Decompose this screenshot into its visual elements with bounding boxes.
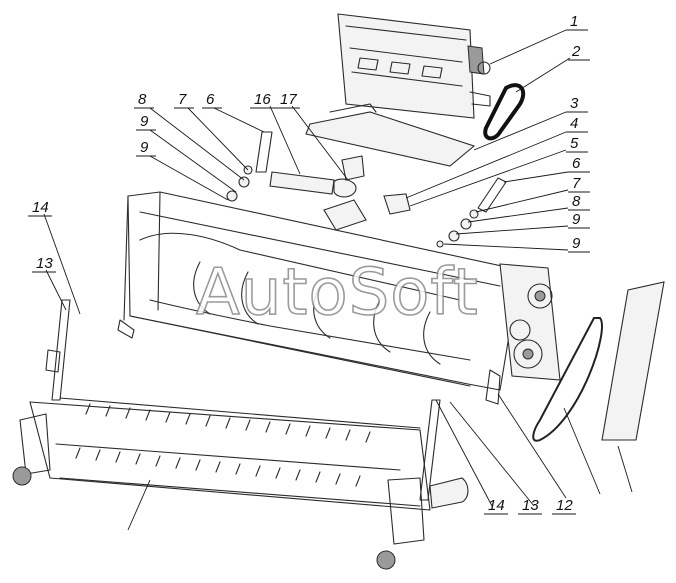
callout-7-right: 7 xyxy=(572,175,581,192)
watermark: AutoSoft xyxy=(196,256,479,330)
callout-9-right-b: 9 xyxy=(572,235,581,252)
callout-17: 17 xyxy=(280,91,297,108)
callout-9-right-a: 9 xyxy=(572,211,581,228)
callout-7-left: 7 xyxy=(178,91,187,108)
callout-3: 3 xyxy=(570,95,579,112)
upper-housing xyxy=(337,13,491,119)
callout-8-right: 8 xyxy=(572,193,581,210)
fastener-group-right xyxy=(436,177,507,248)
callout-6-left: 6 xyxy=(206,91,215,108)
callout-1: 1 xyxy=(570,13,578,30)
callout-9-left-b: 9 xyxy=(140,139,149,156)
callout-14-left: 14 xyxy=(32,199,49,216)
reel-assembly xyxy=(12,299,469,570)
callout-labels: 1 2 3 4 5 6 7 8 9 9 8 7 6 16 17 9 9 14 1… xyxy=(32,13,581,514)
right-drive-assembly xyxy=(485,263,561,405)
callout-16: 16 xyxy=(254,91,271,108)
drive-chain xyxy=(483,83,526,141)
callout-14-bottom: 14 xyxy=(488,497,505,514)
drive-belt xyxy=(532,317,603,442)
fastener-group-left xyxy=(226,131,367,231)
leader-lines xyxy=(43,29,633,531)
main-frame xyxy=(117,191,521,391)
bracket xyxy=(383,193,411,215)
callout-2: 2 xyxy=(571,43,581,60)
callout-8-left: 8 xyxy=(138,91,147,108)
callout-4: 4 xyxy=(570,115,578,132)
callout-6-right: 6 xyxy=(572,155,581,172)
belt-guard xyxy=(601,281,665,441)
callout-13-bottom: 13 xyxy=(522,497,539,514)
callout-9-left-a: 9 xyxy=(140,113,149,130)
callout-5: 5 xyxy=(570,135,579,152)
callout-12: 12 xyxy=(556,497,573,514)
callout-13-left: 13 xyxy=(36,255,53,272)
cover-plate xyxy=(305,111,476,167)
label-underlines xyxy=(28,29,590,515)
